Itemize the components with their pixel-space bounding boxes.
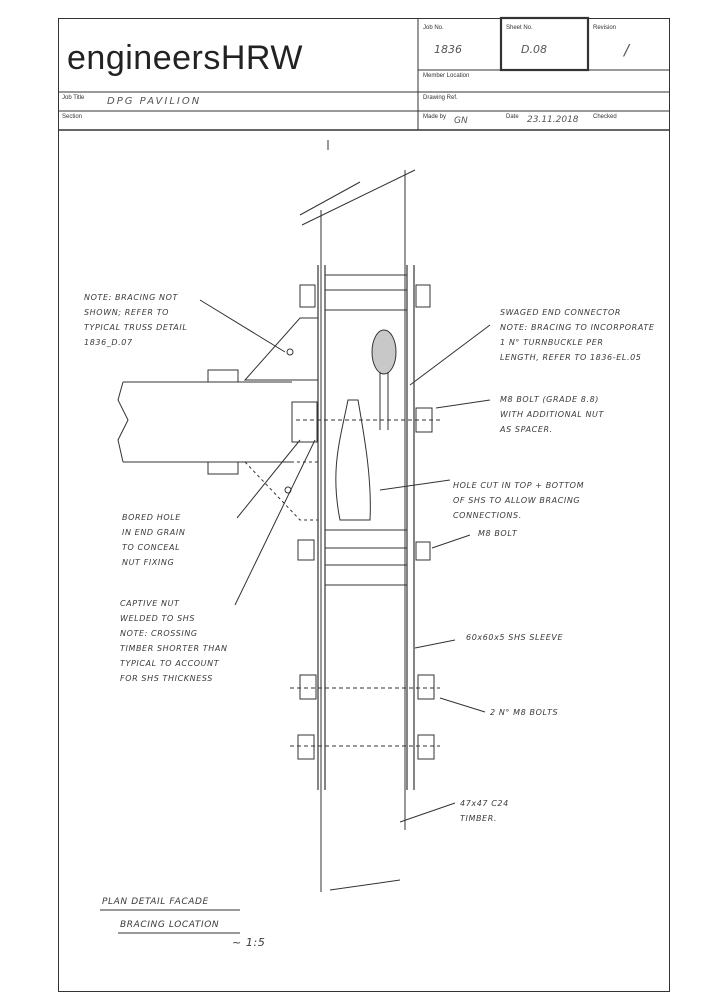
nut-1: [299, 284, 316, 308]
captive-nut: [291, 401, 318, 443]
mid-plate: [324, 529, 408, 586]
leader-swaged: [409, 324, 491, 386]
plan-title-2: BRACING LOCATION: [120, 920, 220, 930]
crossing-break: [117, 381, 129, 463]
nut-4: [297, 734, 315, 760]
leader-captive: [234, 439, 316, 606]
date-label: Date: [506, 114, 519, 120]
turnbuckle-eye: [335, 399, 371, 521]
note-timber: 47x47 C24 TIMBER.: [460, 799, 509, 823]
crossing-timber: [123, 381, 292, 463]
job-title-value: DPG PAVILION: [107, 96, 202, 107]
job-no-value: 1836: [434, 43, 462, 56]
sheet-no-box: [499, 16, 590, 72]
drawing-ref-label: Drawing Ref.: [423, 95, 458, 101]
revision-label: Revision: [593, 25, 617, 31]
job-title-label: Job Title: [62, 95, 85, 101]
gusset-plate: [243, 317, 319, 381]
break-bottom: [329, 879, 401, 891]
revision-value: /: [624, 41, 630, 59]
note-captive-nut: CAPTIVE NUT WELDED TO SHS NOTE: CROSSING…: [120, 599, 228, 683]
leader-bracing: [199, 299, 286, 353]
top-plate: [324, 274, 408, 311]
swaged-end: [371, 329, 397, 375]
job-no-label: Job No.: [423, 25, 444, 31]
checked-label: Checked: [593, 114, 617, 120]
note-swaged: SWAGED END CONNECTOR NOTE: BRACING TO IN…: [500, 308, 655, 362]
note-m8-bolt: M8 BOLT: [478, 529, 518, 538]
title-block: engineersHRW Job No. 1836 Sheet No. D.08…: [59, 19, 668, 131]
date-value: 23.11.2018: [527, 115, 579, 125]
sheet-frame: engineersHRW Job No. 1836 Sheet No. D.08…: [58, 18, 670, 992]
made-by-value: GN: [454, 116, 468, 126]
break-top: [299, 169, 416, 226]
company-logo: engineersHRW: [67, 39, 303, 77]
sheet-no-value: D.08: [521, 43, 547, 56]
member-location-label: Member Location: [423, 73, 470, 79]
note-sleeve: 60x60x5 SHS SLEEVE: [466, 633, 564, 642]
note-bracing: NOTE: BRACING NOT SHOWN; REFER TO TYPICA…: [84, 293, 188, 347]
scale-label: ~ 1:5: [232, 936, 266, 949]
sleeve-right: [406, 265, 415, 790]
made-by-label: Made by: [423, 114, 447, 120]
section-label: Section: [62, 114, 83, 120]
leader-bored: [236, 439, 301, 519]
note-hole-cut: HOLE CUT IN TOP + BOTTOM OF SHS TO ALLOW…: [453, 481, 585, 520]
nut-3: [299, 674, 317, 700]
note-two-bolts: 2 N° M8 BOLTS: [490, 708, 559, 717]
sheet-no-label: Sheet No.: [506, 25, 533, 31]
plan-title-1: PLAN DETAIL FACADE: [102, 897, 209, 907]
note-m8-grade: M8 BOLT (GRADE 8.8) WITH ADDITIONAL NUT …: [500, 395, 604, 434]
note-bored-hole: BORED HOLE IN END GRAIN TO CONCEAL NUT F…: [122, 513, 186, 567]
nut-2: [297, 539, 315, 561]
